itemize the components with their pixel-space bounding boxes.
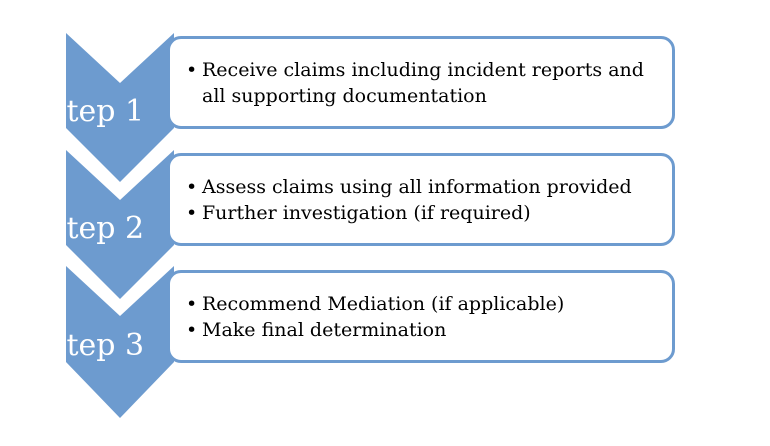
bullet-continuation: all supporting documentation <box>202 84 487 107</box>
bullet-dot-icon: • <box>186 318 198 341</box>
step-3-box: • Recommend Mediation (if applicable) • … <box>167 270 675 363</box>
step-3-bullet-1: • Recommend Mediation (if applicable) <box>186 291 672 317</box>
step-3-label: Step 3 <box>45 328 145 363</box>
bullet-text: Make final determination <box>202 318 447 341</box>
bullet-text: Receive claims including incident report… <box>202 58 644 81</box>
bullet-dot-icon: • <box>186 292 198 315</box>
step-3-bullet-2: • Make final determination <box>186 317 672 343</box>
bullet-text: Assess claims using all information prov… <box>202 175 632 198</box>
step-1-label: Step 1 <box>45 94 145 129</box>
bullet-dot-icon: • <box>186 175 198 198</box>
step-1-bullet-1: • Receive claims including incident repo… <box>186 57 672 83</box>
bullet-dot-icon: • <box>186 58 198 81</box>
step-1-chevron <box>66 33 174 182</box>
bullet-text: Further investigation (if required) <box>202 201 531 224</box>
step-3-chevron <box>66 266 174 418</box>
step-1-box: • Receive claims including incident repo… <box>167 36 675 129</box>
step-2-bullet-1: • Assess claims using all information pr… <box>186 174 672 200</box>
chevron-arrow-column <box>66 33 174 418</box>
bullet-dot-icon: • <box>186 201 198 224</box>
step-2-chevron <box>66 150 174 299</box>
step-2-label: Step 2 <box>45 211 145 246</box>
step-2-box: • Assess claims using all information pr… <box>167 153 675 246</box>
bullet-text: Recommend Mediation (if applicable) <box>202 292 565 315</box>
step-2-bullet-2: • Further investigation (if required) <box>186 200 672 226</box>
